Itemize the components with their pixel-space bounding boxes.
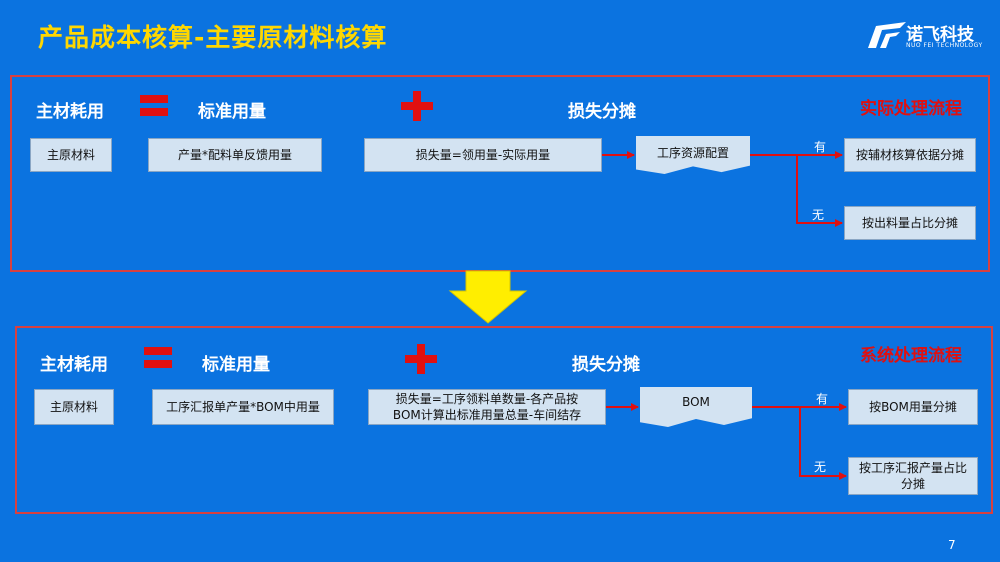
system-standard-box: 工序汇报单产量*BOM中用量: [152, 389, 334, 425]
page-number: 7: [948, 538, 956, 552]
actual-standard-box: 产量*配料单反馈用量: [148, 138, 322, 172]
system-header-loss: 损失分摊: [572, 355, 640, 375]
equals-icon: [144, 347, 172, 369]
system-result-no-line1: 按工序汇报产量占比: [858, 461, 967, 475]
system-header-standard: 标准用量: [202, 355, 270, 375]
system-main-material-box: 主原材料: [34, 389, 114, 425]
actual-result-no-box: 按出料量占比分摊: [844, 206, 976, 240]
actual-header-loss: 损失分摊: [568, 102, 636, 122]
system-header-main: 主材耗用: [40, 355, 108, 375]
system-branch-no-label: 无: [814, 460, 827, 474]
system-result-yes-box: 按BOM用量分摊: [848, 389, 978, 425]
actual-header-standard: 标准用量: [198, 102, 266, 122]
actual-process-title: 实际处理流程: [860, 99, 962, 119]
system-result-no-box: 按工序汇报产量占比 分摊: [848, 457, 978, 495]
actual-branch-no-label: 无: [812, 208, 825, 222]
system-loss-line2: BOM计算出标准用量总量-车间结存: [392, 408, 582, 422]
system-loss-line1: 损失量=工序领料单数量-各产品按: [395, 392, 579, 406]
logo-name: 诺飞科技: [906, 25, 974, 45]
actual-loss-box: 损失量=领用量-实际用量: [364, 138, 602, 172]
plus-icon: [401, 91, 433, 121]
equals-icon: [140, 95, 168, 117]
actual-main-material-box: 主原材料: [30, 138, 112, 172]
plus-icon: [405, 344, 437, 374]
system-process-title: 系统处理流程: [860, 346, 962, 366]
system-result-no-line2: 分摊: [900, 477, 925, 491]
actual-resource-doc: 工序资源配置: [636, 136, 750, 174]
system-loss-box: 损失量=工序领料单数量-各产品按 BOM计算出标准用量总量-车间结存: [368, 389, 606, 425]
actual-header-main: 主材耗用: [36, 102, 104, 122]
logo-icon: [868, 22, 906, 48]
page-title: 产品成本核算-主要原材料核算: [38, 23, 388, 52]
actual-result-yes-box: 按辅材核算依据分摊: [844, 138, 976, 172]
actual-branch-yes-label: 有: [814, 140, 827, 154]
system-branch-yes-label: 有: [816, 392, 829, 406]
actual-arrow-doc-to-no: [796, 155, 843, 227]
system-arrow-doc-to-no: [799, 407, 847, 480]
down-arrow-icon: [448, 270, 528, 324]
system-bom-doc: BOM: [640, 387, 752, 427]
logo-subtitle: NUO FEI TECHNOLOGY: [906, 42, 983, 49]
